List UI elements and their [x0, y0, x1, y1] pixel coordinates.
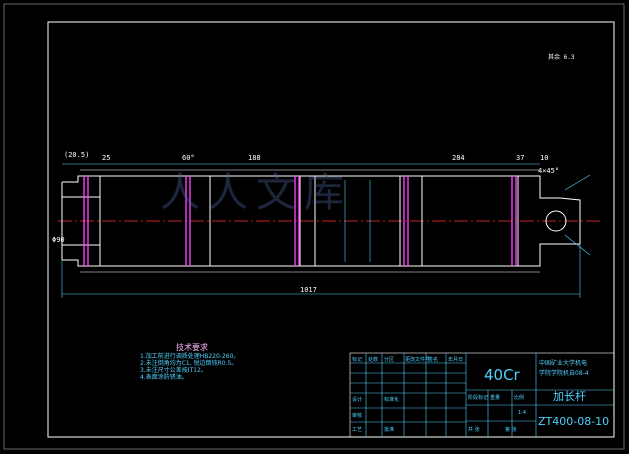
- dim-10: 10: [540, 154, 549, 162]
- tb-r1-c3: 分区: [384, 357, 395, 363]
- drawing-border: [47, 21, 615, 438]
- dim-phi: Φ90: [52, 236, 65, 244]
- dim-60deg: 60°: [182, 154, 195, 162]
- dim-188: 188: [248, 154, 261, 162]
- dim-284: 284: [452, 154, 465, 162]
- dim-37: 37: [516, 154, 525, 162]
- company-line1: 中国矿业大学机电: [539, 360, 588, 367]
- tb-r4-c1: 工艺: [352, 427, 363, 433]
- title-block-grid: [349, 352, 615, 438]
- tb-r2-c6: 重量: [490, 395, 501, 401]
- note-line: 2.未注倒角均为C1, 锐边倒钝R0.5。: [140, 360, 238, 367]
- technical-notes: 技术要求 1.加工前进行调质处理HB220-260。 2.未注倒角均为C1, 锐…: [140, 343, 340, 382]
- part-name: 加长杆: [553, 390, 586, 403]
- material-label: 40Cr: [484, 366, 520, 384]
- tb-r3-c1: 审核: [352, 413, 363, 419]
- roughness-value: 6.3: [563, 54, 575, 61]
- groove-markers: [83, 176, 517, 266]
- rod-outline: [61, 169, 581, 273]
- notes-title: 技术要求: [176, 343, 208, 352]
- tb-r2-c5: 阶段标记: [468, 395, 489, 401]
- note-line: 3.未注尺寸公差按IT12。: [140, 367, 207, 374]
- tb-r4-c3: 批准: [384, 427, 395, 433]
- note-line: 4.表面涂防锈油。: [140, 374, 188, 381]
- tb-r2-c1: 设计: [352, 397, 363, 403]
- tb-sheet-total: 共 张: [468, 427, 480, 433]
- watermark-logo: 人人文库: [160, 170, 352, 216]
- tb-sheet-no: 第 张: [505, 427, 517, 433]
- tb-r1-c5: 签名: [428, 357, 439, 363]
- tb-r1-c6: 年月日: [448, 357, 464, 363]
- roughness-label: 其余: [548, 54, 561, 61]
- note-line: 1.加工前进行调质处理HB220-260。: [140, 353, 240, 360]
- drawing-number: ZT400-08-10: [538, 415, 610, 428]
- company-line2: 学院学院机自08-4: [539, 370, 589, 377]
- tb-r2-c7: 比例: [514, 395, 525, 401]
- dim-left: (20.5): [64, 151, 90, 159]
- tb-r2-c3: 标准化: [384, 397, 400, 403]
- tb-r1-c4: 更改文件号: [405, 357, 431, 363]
- dimension-lines: [61, 163, 591, 298]
- dim-angle: 4×45°: [538, 167, 560, 175]
- outer-frame: [3, 3, 625, 450]
- roughness-note: 其余 6.3: [548, 52, 574, 61]
- tb-scale: 1:4: [518, 410, 527, 416]
- tb-r1-c1: 标记: [352, 357, 363, 363]
- dim-total: 1017: [300, 286, 317, 294]
- tb-r1-c2: 处数: [368, 357, 379, 363]
- dim-25: 25: [102, 154, 111, 162]
